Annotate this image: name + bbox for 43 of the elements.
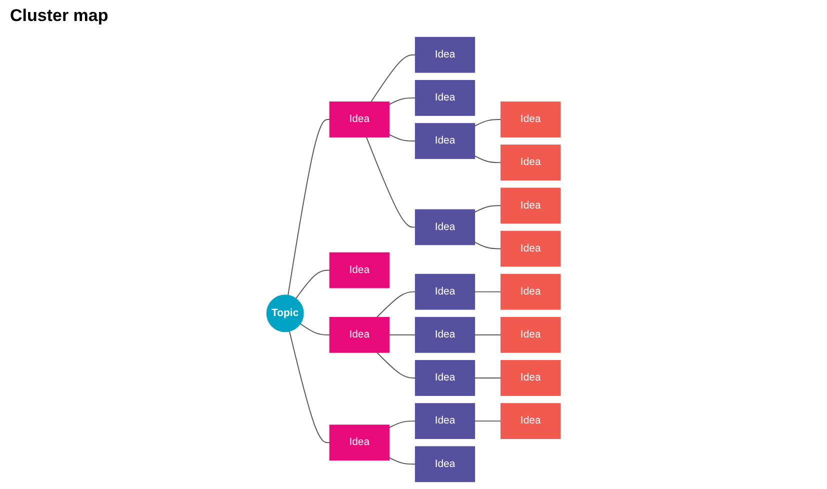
- connector: [295, 270, 330, 299]
- node-box: Idea: [500, 403, 561, 440]
- connector: [388, 420, 416, 428]
- node-box: Idea: [329, 424, 390, 461]
- node-box: Idea: [414, 80, 476, 116]
- diagram-title: Cluster map: [10, 6, 108, 26]
- connector: [388, 97, 416, 105]
- connector: [366, 136, 416, 228]
- node-box: Idea: [414, 403, 476, 440]
- node-box: Idea: [329, 252, 390, 288]
- node-box: Idea: [500, 230, 561, 267]
- node-box: Idea: [500, 102, 561, 138]
- connector: [288, 330, 330, 444]
- node-box: Idea: [414, 360, 476, 396]
- node-box: Idea: [500, 144, 561, 181]
- node-box: Idea: [329, 102, 390, 138]
- node-circle: Topic: [266, 294, 304, 332]
- connector: [300, 323, 330, 336]
- node-box: Idea: [500, 274, 561, 310]
- node-box: Idea: [500, 360, 561, 396]
- connector: [388, 134, 416, 142]
- connector: [474, 334, 502, 336]
- connector: [474, 420, 502, 422]
- connector: [376, 291, 416, 318]
- node-box: Idea: [500, 316, 561, 353]
- node-box: Idea: [414, 123, 476, 159]
- connector: [388, 457, 416, 465]
- connector: [388, 334, 416, 336]
- node-box: Idea: [414, 209, 476, 246]
- connector: [474, 156, 502, 164]
- node-box: Idea: [500, 188, 561, 224]
- node-box: Idea: [414, 36, 476, 73]
- connector: [376, 352, 416, 378]
- connector: [474, 291, 502, 292]
- connector: [474, 242, 502, 250]
- node-box: Idea: [414, 316, 476, 353]
- connector: [288, 118, 330, 296]
- node-box: Idea: [414, 446, 476, 482]
- connector: [474, 205, 502, 213]
- connector: [370, 54, 416, 102]
- connector: [474, 118, 502, 127]
- node-box: Idea: [329, 316, 390, 353]
- node-box: Idea: [414, 274, 476, 310]
